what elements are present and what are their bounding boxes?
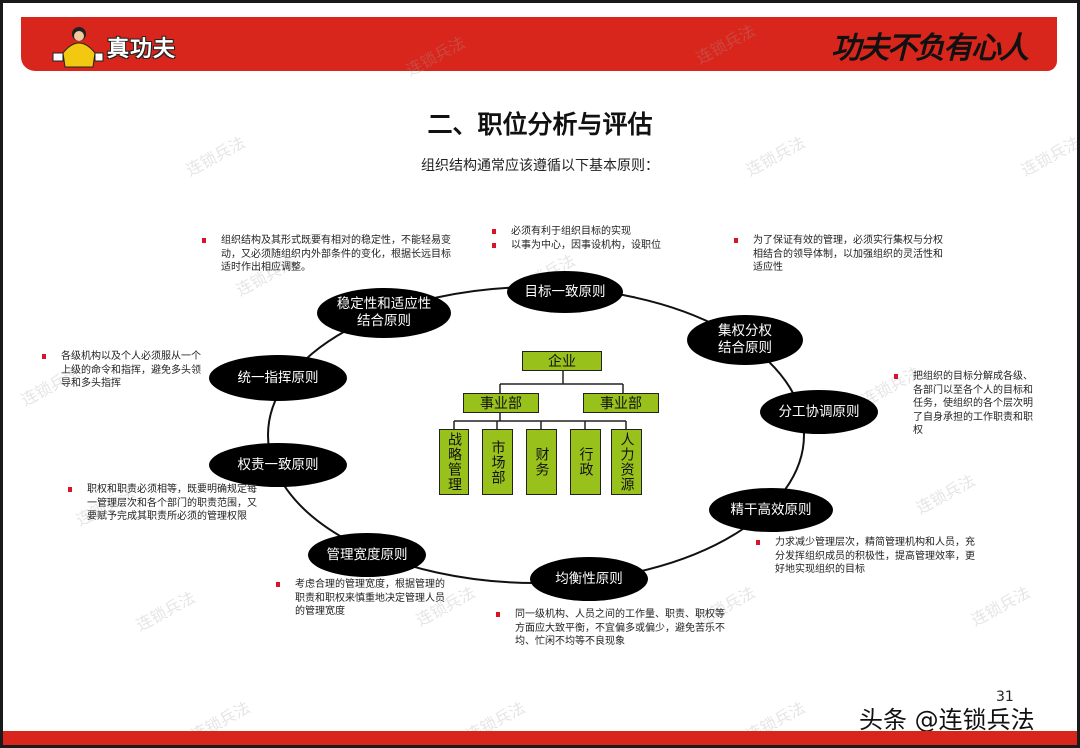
note-item: 必须有利于组织目标的实现 <box>489 225 719 239</box>
page-title: 二、职位分析与评估 <box>427 110 653 139</box>
principle-command: 统一指挥原则 <box>209 355 347 401</box>
note-item: 以事为中心，因事设机构，设职位 <box>489 239 719 253</box>
note-item: 考虑合理的管理宽度，根据管理的职责和职权来慎重地决定管理人员的管理宽度 <box>273 578 445 619</box>
org-dept-finance: 财务 <box>526 429 557 495</box>
note-span: 考虑合理的管理宽度，根据管理的职责和职权来慎重地决定管理人员的管理宽度 <box>273 578 445 619</box>
note-item: 组织结构及其形式既要有相对的稳定性，不能轻易变动，又必须随组织内外部条件的变化，… <box>199 234 451 275</box>
principle-central: 集权分权 结合原则 <box>687 315 803 365</box>
kungfu-mascot-icon <box>52 27 104 68</box>
note-item: 把组织的目标分解成各级、各部门以至各个人的目标和任务，使组织的各个层次明了自身承… <box>891 370 1041 438</box>
note-authority: 职权和职责必须相等，既要明确规定每一管理层次和各个部门的职责范围，又要赋予完成其… <box>65 483 265 524</box>
source-label: 头条 @连锁兵法 <box>859 706 1035 734</box>
principle-division: 分工协调原则 <box>760 390 878 434</box>
note-item: 同一级机构、人员之间的工作量、职责、职权等方面应大致平衡，不宜偏多或偏少，避免苦… <box>493 608 725 649</box>
org-dept-strategy: 战略管理 <box>439 429 469 495</box>
page-subtitle: 组织结构通常应该遵循以下基本原则： <box>421 158 659 174</box>
org-dept-marketing: 市场部 <box>482 429 513 495</box>
note-item: 为了保证有效的管理，必须实行集权与分权相结合的领导体制，以加强组织的灵活性和适应… <box>731 234 949 275</box>
org-division-2: 事业部 <box>583 393 659 413</box>
principle-balance: 均衡性原则 <box>530 557 648 601</box>
org-dept-admin: 行政 <box>570 429 601 495</box>
page-number: 31 <box>996 689 1014 705</box>
note-balance: 同一级机构、人员之间的工作量、职责、职权等方面应大致平衡，不宜偏多或偏少，避免苦… <box>493 608 725 649</box>
brand-logo-text: 真功夫 <box>107 37 177 62</box>
org-chart-connectors <box>453 369 627 429</box>
org-division-1: 事业部 <box>463 393 539 413</box>
slide: 真功夫 功夫不负有心人 二、职位分析与评估 组织结构通常应该遵循以下基本原则： … <box>3 3 1077 745</box>
note-item: 力求减少管理层次，精简管理机构和人员，充分发挥组织成员的积极性，提高管理效率，更… <box>753 536 983 577</box>
org-dept-hr: 人力资源 <box>611 429 642 495</box>
principle-goal: 目标一致原则 <box>507 271 623 313</box>
note-item: 职权和职责必须相等，既要明确规定每一管理层次和各个部门的职责范围，又要赋予完成其… <box>65 483 265 524</box>
principle-authority: 权责一致原则 <box>209 443 347 487</box>
note-stability: 组织结构及其形式既要有相对的稳定性，不能轻易变动，又必须随组织内外部条件的变化，… <box>199 234 451 275</box>
note-lean: 力求减少管理层次，精简管理机构和人员，充分发挥组织成员的积极性，提高管理效率，更… <box>753 536 983 577</box>
note-item: 各级机构以及个人必须服从一个上级的命令和指挥，避免多头领导和多头指挥 <box>39 350 209 391</box>
org-root-enterprise: 企业 <box>522 351 602 371</box>
note-central: 为了保证有效的管理，必须实行集权与分权相结合的领导体制，以加强组织的灵活性和适应… <box>731 234 949 275</box>
slogan-text: 功夫不负有心人 <box>831 31 1029 66</box>
note-command: 各级机构以及个人必须服从一个上级的命令和指挥，避免多头领导和多头指挥 <box>39 350 209 391</box>
principle-stability: 稳定性和适应性 结合原则 <box>317 288 451 338</box>
note-division: 把组织的目标分解成各级、各部门以至各个人的目标和任务，使组织的各个层次明了自身承… <box>891 370 1041 438</box>
note-goal: 必须有利于组织目标的实现 以事为中心，因事设机构，设职位 <box>489 225 719 252</box>
header-bar: 真功夫 功夫不负有心人 <box>21 17 1057 71</box>
footer-bar <box>3 731 1077 745</box>
principle-span: 管理宽度原则 <box>308 533 426 577</box>
principle-lean: 精干高效原则 <box>709 488 833 532</box>
